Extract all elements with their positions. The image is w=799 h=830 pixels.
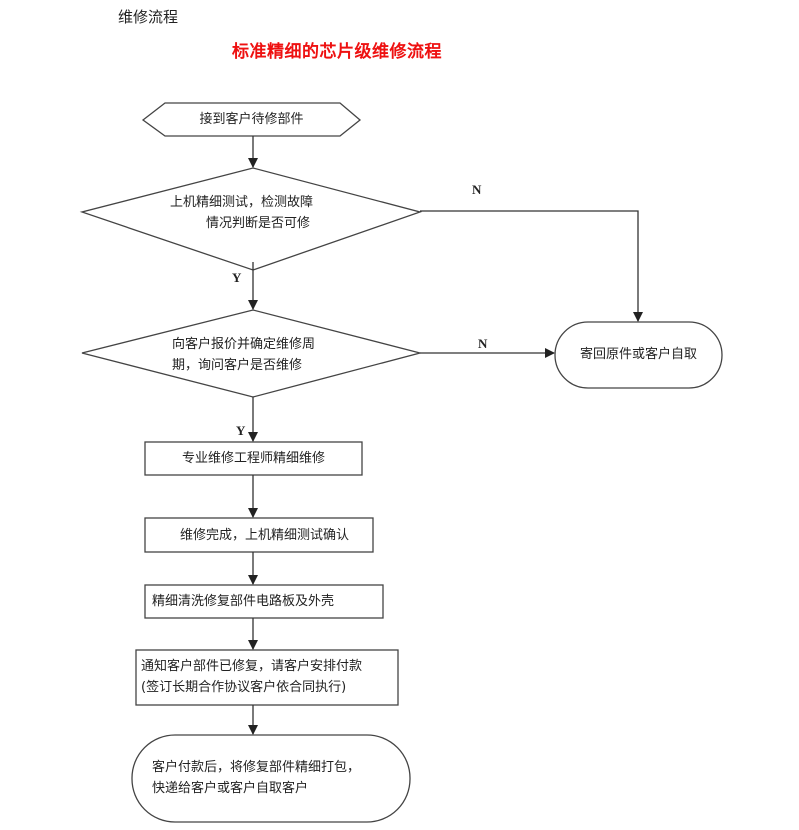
repair-box <box>144 441 363 476</box>
repair-text: 专业维修工程师精细维修 <box>181 451 325 466</box>
verify-box <box>144 517 374 553</box>
test-decision-text: 上机精细测试，检测故障 情况判断是否可修 <box>170 192 313 234</box>
return-terminal-shape <box>554 321 723 389</box>
test-no-label: N <box>472 182 482 197</box>
quote-decision-line-1: 向客户报价并确定维修周 <box>172 337 316 352</box>
test-decision-line-2: 情况判断是否可修 <box>206 216 311 231</box>
start-node-text: 接到客户待修部件 <box>199 112 304 127</box>
test-yes-label: Y <box>232 270 242 285</box>
notify-line-2: (签订长期合作协议客户依合同执行) <box>141 680 347 695</box>
clean-text: 精细清洗修复部件电路板及外壳 <box>152 594 335 609</box>
deliver-terminal-text: 客户付款后，将修复部件精细打包， 快递给客户或客户自取客户 <box>152 757 360 799</box>
notify-box <box>135 649 399 706</box>
deliver-terminal-shape <box>131 734 411 823</box>
document-heading: 维修流程 <box>118 8 179 26</box>
quote-no-label: N <box>478 336 488 351</box>
notify-line-1: 通知客户部件已修复，请客户安排付款 <box>141 659 363 674</box>
clean-box <box>144 584 384 619</box>
test-decision-line-1: 上机精细测试，检测故障 <box>170 195 314 210</box>
deliver-line-2: 快递给客户或客户自取客户 <box>152 781 309 796</box>
quote-decision-text: 向客户报价并确定维修周 期，询问客户是否维修 <box>172 334 315 376</box>
edge-test-no-to-return <box>420 210 643 322</box>
notify-text: 通知客户部件已修复，请客户安排付款 (签订长期合作协议客户依合同执行) <box>141 656 362 698</box>
start-hexagon <box>141 102 362 137</box>
deliver-line-1: 客户付款后，将修复部件精细打包， <box>152 760 361 775</box>
return-terminal-text: 寄回原件或客户自取 <box>579 347 697 362</box>
quote-yes-label: Y <box>236 423 246 438</box>
quote-decision-line-2: 期，询问客户是否维修 <box>172 358 303 373</box>
verify-text: 维修完成，上机精细测试确认 <box>180 528 350 543</box>
flowchart-title: 标准精细的芯片级维修流程 <box>232 42 442 62</box>
